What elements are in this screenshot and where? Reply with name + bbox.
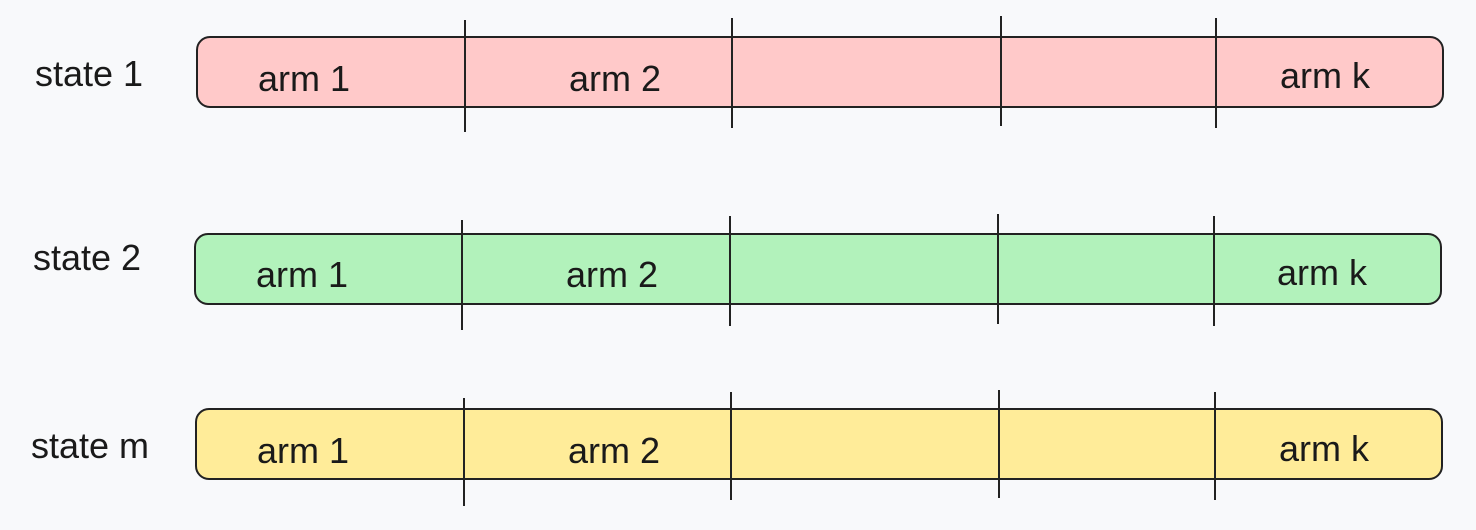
state-label-1: state 1 (35, 53, 144, 94)
state-3-arm-k-label: arm k (1279, 428, 1369, 469)
state-1-arm-2-label: arm 2 (569, 58, 662, 99)
state-2-arm-1-label: arm 1 (256, 254, 349, 295)
state-1-bar (196, 36, 1444, 108)
state-3-divider-4 (1214, 392, 1216, 500)
state-1-divider-2 (731, 18, 733, 128)
state-label-2: state 2 (33, 237, 142, 278)
state-2-arm-k-label: arm k (1277, 252, 1367, 293)
state-3-bar (195, 408, 1443, 480)
state-1-divider-3 (1000, 16, 1002, 126)
state-2-divider-4 (1213, 216, 1215, 326)
state-1-arm-k-label: arm k (1280, 55, 1370, 96)
state-2-divider-2 (729, 216, 731, 326)
state-3-divider-3 (998, 390, 1000, 498)
state-3-arm-2-label: arm 2 (568, 430, 661, 471)
state-label-3: state m (31, 425, 150, 466)
state-2-bar (194, 233, 1442, 305)
state-3-divider-1 (463, 398, 465, 506)
state-1-divider-1 (464, 20, 466, 132)
state-1-arm-1-label: arm 1 (258, 58, 351, 99)
state-3-arm-1-label: arm 1 (257, 430, 350, 471)
state-3-divider-2 (730, 392, 732, 500)
state-1-divider-4 (1215, 18, 1217, 128)
state-2-divider-3 (997, 214, 999, 324)
state-2-divider-1 (461, 220, 463, 330)
state-2-arm-2-label: arm 2 (566, 254, 659, 295)
